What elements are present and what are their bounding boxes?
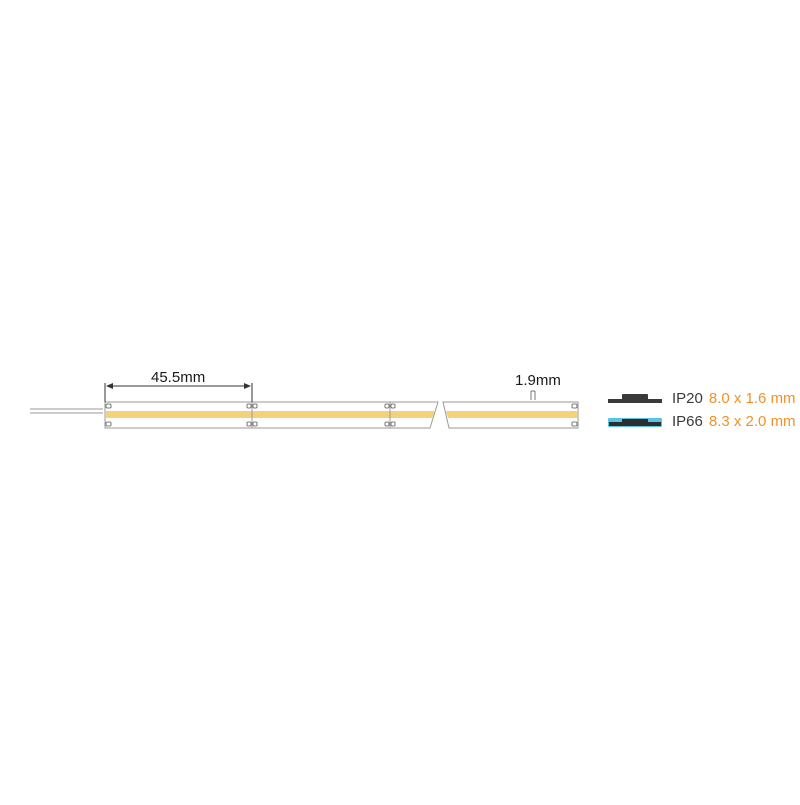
- variant-ip66: IP66 8.3 x 2.0 mm: [608, 411, 796, 431]
- ip66-size: 8.3 x 2.0 mm: [708, 412, 796, 430]
- led-band-left: [106, 411, 435, 418]
- variant-ip20: IP20 8.0 x 1.6 mm: [608, 388, 796, 408]
- cut-lines: [251, 402, 391, 428]
- ip20-code: IP20: [672, 389, 703, 407]
- dimension-gap: [530, 390, 536, 400]
- led-band-right: [446, 411, 577, 418]
- ip66-profile-icon: [608, 418, 662, 427]
- dimension-cut-pitch: [104, 383, 253, 402]
- gap-label: 1.9mm: [515, 372, 561, 389]
- solder-pads: [105, 403, 578, 427]
- wire-leads: [30, 408, 103, 414]
- cut-pitch-label: 45.5mm: [151, 369, 206, 386]
- ip20-size: 8.0 x 1.6 mm: [708, 389, 796, 407]
- ip20-profile-icon: [608, 394, 662, 403]
- ip66-code: IP66: [672, 412, 703, 430]
